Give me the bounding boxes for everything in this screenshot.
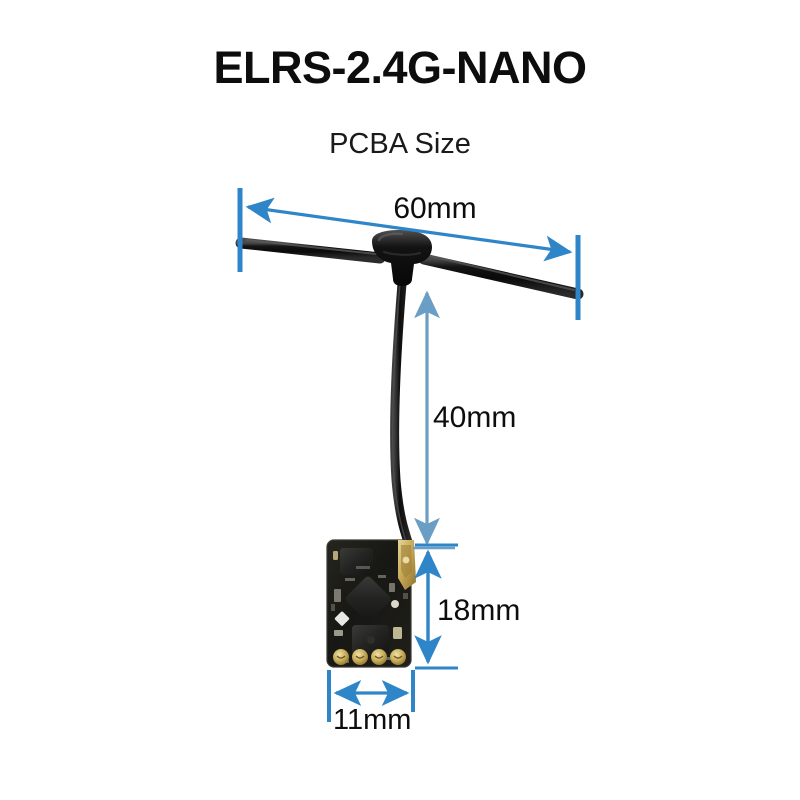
smd-component [333,551,338,560]
page-subtitle: PCBA Size [329,128,471,160]
chip-marking [367,636,375,644]
dimension-60mm: 60mm [237,188,581,320]
smd-part [334,630,343,636]
rf-shield-chip [340,548,373,575]
dimension-label-40mm: 40mm [433,401,516,434]
antenna-right-arm [418,253,584,300]
dimension-arrow-60mm [245,197,573,262]
solder-pad [371,649,387,665]
pcb-board [326,539,416,668]
antenna-right-arm-highlight [429,255,575,291]
smd-part [334,589,341,602]
page-title: ELRS-2.4G-NANO [213,42,587,93]
led-indicator [391,600,399,608]
solder-pad [390,649,406,665]
antenna-left-arm [235,237,386,264]
dimension-label-60mm: 60mm [393,192,476,225]
coax-cable-highlight [391,281,407,543]
smd-capacitor [334,611,350,626]
dimension-40mm: 40mm [413,290,516,550]
dimension-11mm: 11mm [327,670,415,736]
solder-pad-row [333,649,406,665]
dimension-18mm: 18mm [414,543,520,670]
ufl-connector [398,540,416,590]
solder-pad [352,649,368,665]
coax-cable [390,267,414,550]
antenna-assembly [235,230,584,550]
dimension-label-18mm: 18mm [437,594,520,627]
antenna-junction-hub [372,230,432,286]
smd-part [389,583,395,592]
pcb-edge [326,539,412,668]
main-mcu-chip [345,576,391,622]
dimension-label-11mm: 11mm [333,704,411,736]
smd-resistor [393,627,402,639]
solder-pad [333,649,349,665]
